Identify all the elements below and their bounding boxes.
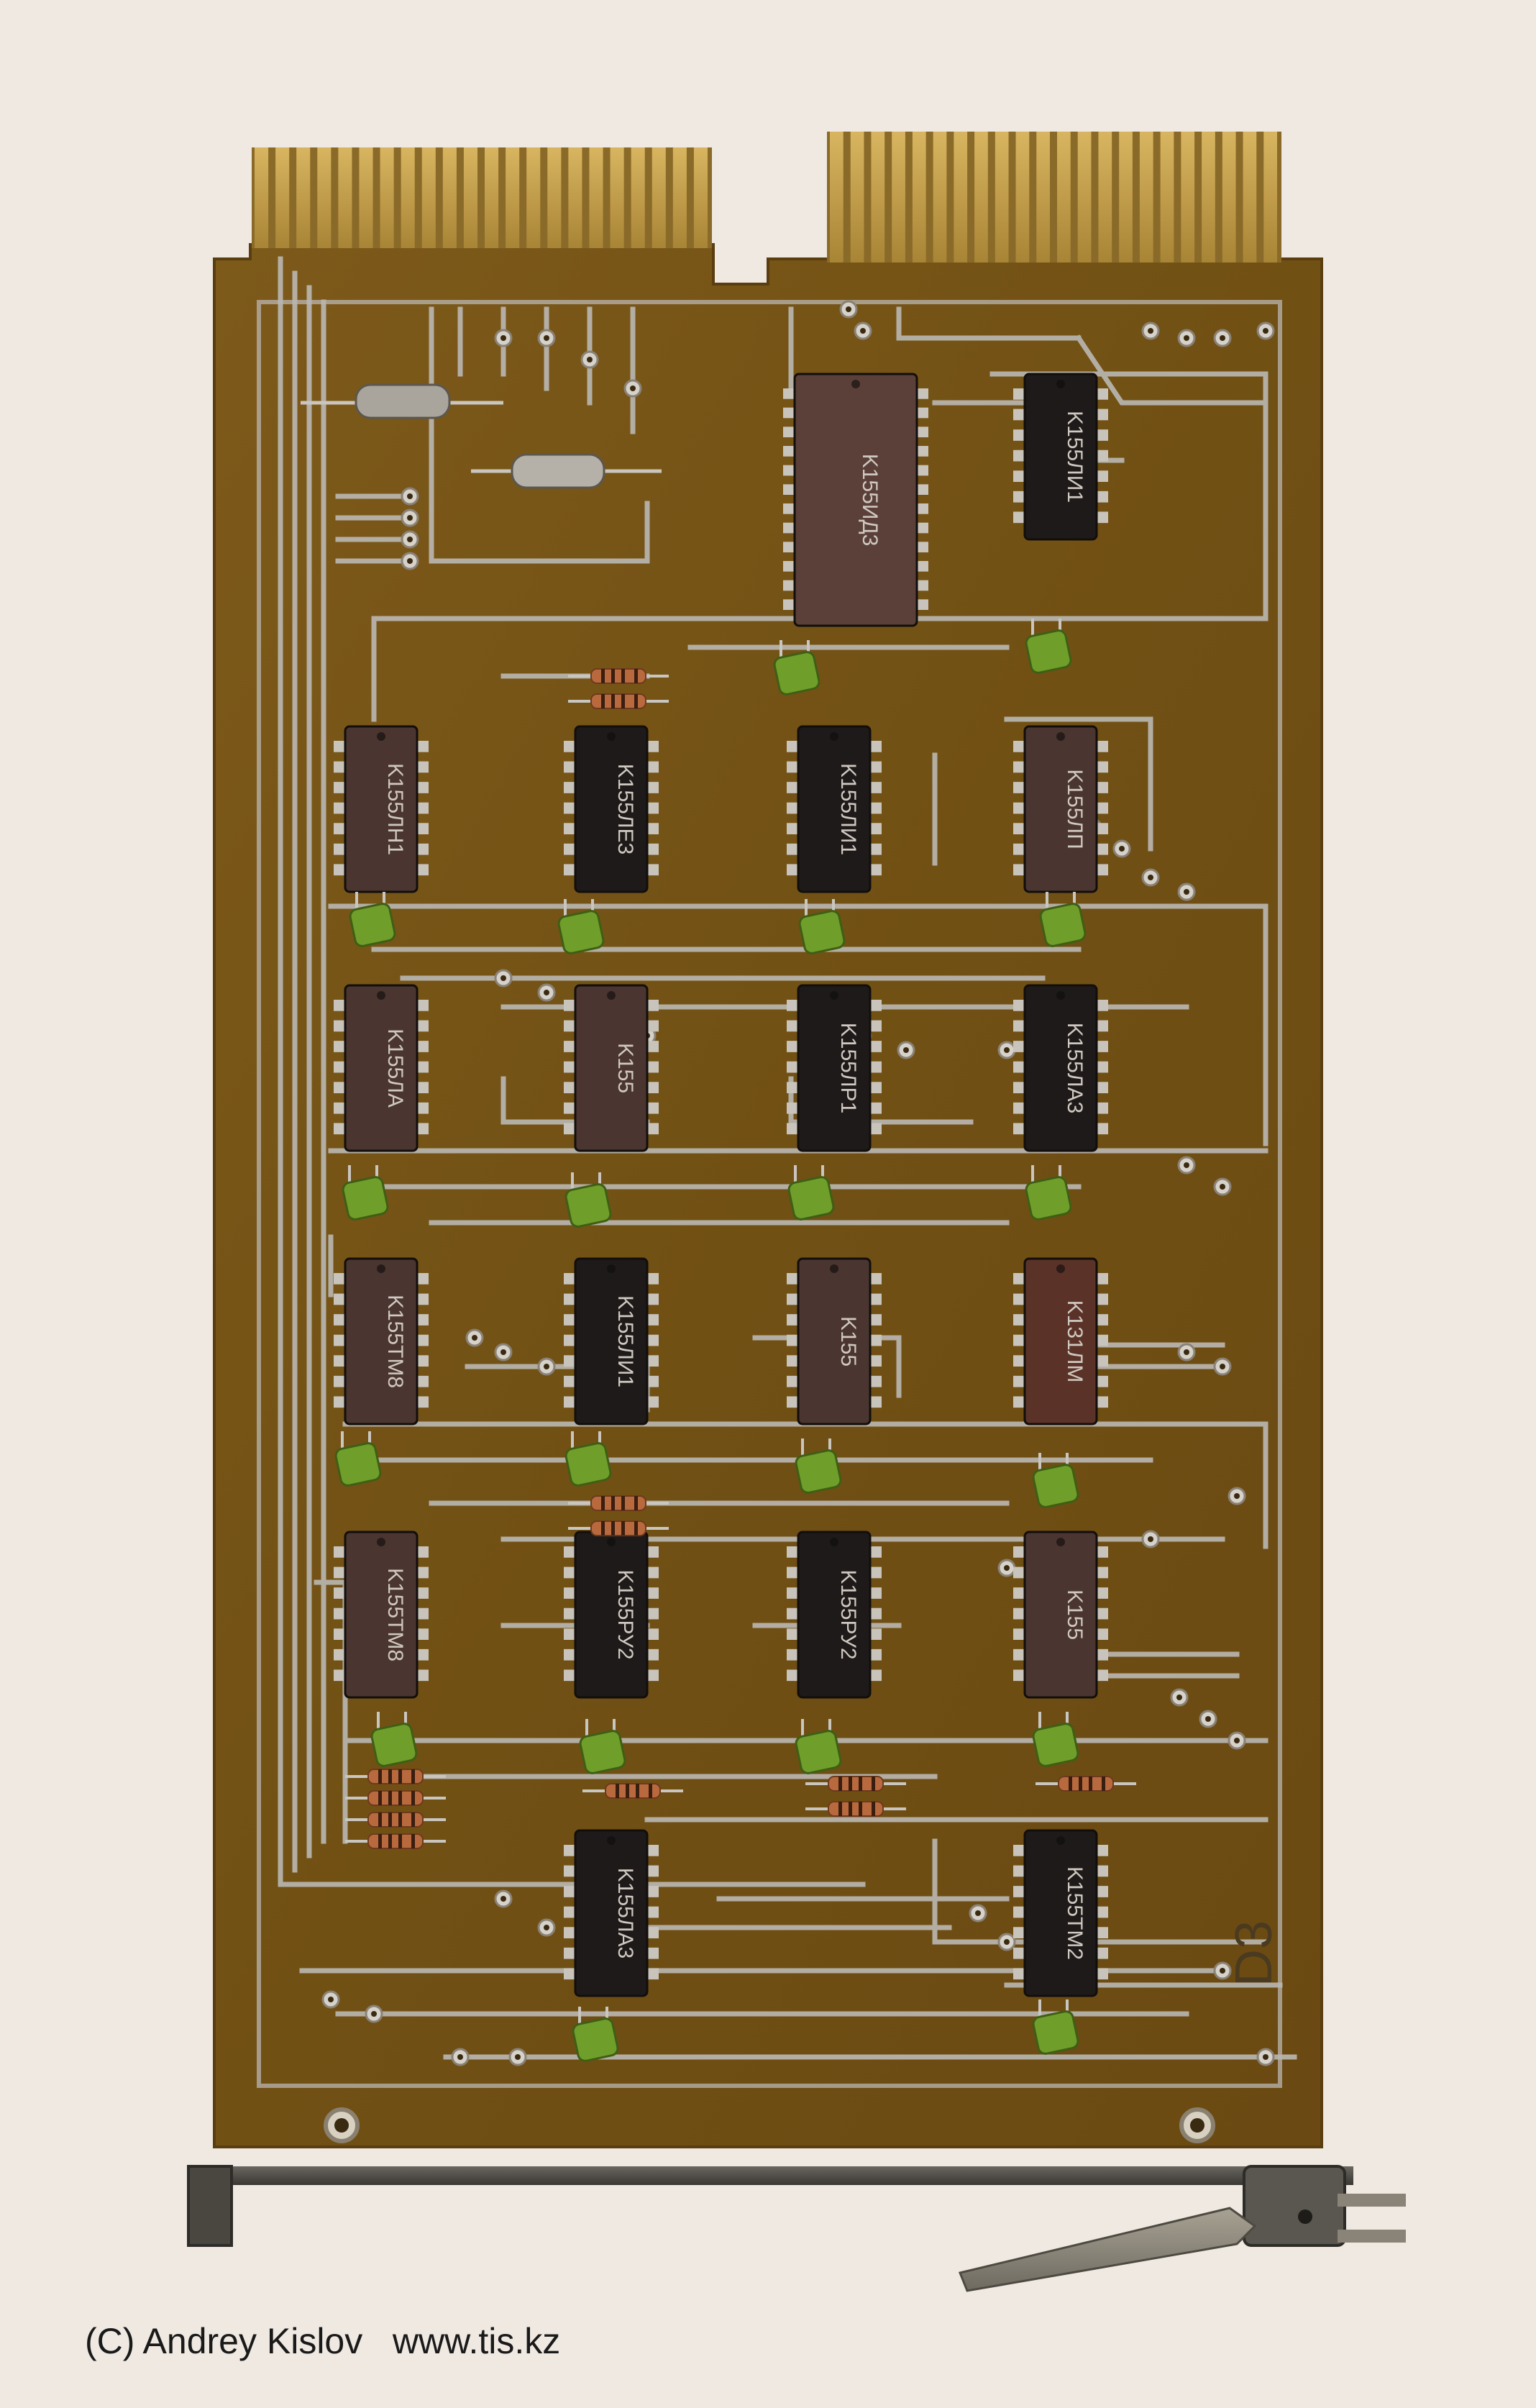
trace (429, 306, 650, 564)
chip-marking: K155ЛИ1 (836, 763, 860, 855)
ic-chip-u14: K131ЛМ (1013, 1257, 1108, 1426)
ic-chip-u10: K155ЛА3 (1013, 984, 1108, 1152)
ic-chip-u7: K155ЛА (334, 984, 429, 1152)
ic-chip-u15: K155ТМ8 (334, 1531, 429, 1699)
chip-marking: K155ЛН1 (383, 763, 407, 855)
ic-chip-u1: K155ИД3 (783, 373, 928, 627)
chip-marking: K155 (836, 1316, 860, 1367)
ic-chip-u9: K155ЛР1 (787, 984, 882, 1152)
ic-chip-u4: K155ЛЕ3 (564, 725, 659, 893)
chip-marking: K155ТМ8 (383, 1568, 407, 1661)
chip-marking: K155ЛР1 (836, 1023, 860, 1113)
resistor (568, 1495, 669, 1511)
chip-marking: K155ИД3 (858, 454, 882, 547)
resistor (345, 1833, 446, 1849)
edge-connector-left (252, 147, 712, 248)
resistors (345, 668, 1136, 1849)
capacitor (334, 1431, 382, 1487)
capacitor (795, 1438, 842, 1494)
trace (1004, 716, 1153, 852)
resistor (1036, 1776, 1136, 1792)
ic-chip-u11: K155ТМ8 (334, 1257, 429, 1426)
mounting-holes (324, 2107, 1215, 2143)
capacitor (564, 1172, 612, 1228)
capacitor (773, 640, 820, 696)
chip-marking: K155РУ2 (613, 1569, 637, 1659)
resistor (568, 668, 669, 684)
resistor (805, 1776, 906, 1792)
capacitor (787, 1165, 835, 1221)
capacitor (1025, 619, 1072, 674)
chip-marking: K155ЛА3 (1063, 1023, 1087, 1113)
ic-chip-u6: K155ЛП (1013, 725, 1108, 893)
axial-resistor-top-1 (301, 383, 503, 419)
edge-connector-right (827, 132, 1281, 263)
chip-marking: K155ЛП (1063, 769, 1087, 849)
resistor (582, 1783, 683, 1799)
capacitor (557, 899, 605, 954)
board-label: D3 (1225, 1920, 1283, 1987)
chip-marking: K131ЛМ (1063, 1300, 1087, 1383)
ejector-lever (958, 2194, 1406, 2292)
capacitor (349, 892, 396, 947)
resistor (568, 693, 669, 709)
ic-chip-u5: K155ЛИ1 (787, 725, 882, 893)
chip-marking: K155ЛА3 (613, 1868, 637, 1958)
trace (278, 256, 866, 1887)
capacitor (579, 1719, 626, 1774)
ic-chip-u20: K155ТМ2 (1013, 1829, 1108, 1997)
capacitor (572, 2007, 619, 2062)
chip-marking: K155ЛА (383, 1029, 407, 1108)
capacitor (1032, 1453, 1079, 1508)
resistor (805, 1801, 906, 1817)
chip-marking: K155РУ2 (836, 1569, 860, 1659)
chip-marking: K155ТМ2 (1063, 1866, 1087, 1960)
resistor (345, 1769, 446, 1784)
copper-traces (278, 256, 1297, 2060)
chip-marking: K155ЛИ1 (1063, 411, 1087, 503)
capacitor (1039, 892, 1087, 947)
capacitor (370, 1712, 418, 1767)
capacitor (795, 1719, 842, 1774)
ic-chip-u3: K155ЛН1 (334, 725, 429, 893)
capacitor (1025, 1165, 1072, 1221)
capacitors (334, 619, 1087, 2062)
chip-marking: K155ТМ8 (383, 1295, 407, 1388)
trace (328, 903, 1268, 1146)
axial-resistor-top-2 (471, 453, 662, 489)
copyright-caption: (C) Andrey Kislov www.tis.kz (85, 2321, 561, 2361)
ic-chip-u18: K155 (1013, 1531, 1108, 1699)
trace (896, 306, 1082, 341)
trace (932, 1838, 1268, 1945)
trace (342, 1421, 1268, 1549)
ic-chip-u19: K155ЛА3 (564, 1829, 659, 1997)
ic-chip-u16: K155РУ2 (564, 1531, 659, 1699)
resistor (345, 1812, 446, 1828)
chip-marking: K155ЛИ1 (613, 1295, 637, 1387)
capacitor (564, 1431, 612, 1487)
chip-marking: K155 (613, 1043, 637, 1093)
resistor (345, 1790, 446, 1806)
ic-chip-u13: K155 (787, 1257, 882, 1426)
capacitor (798, 899, 846, 954)
ic-chip-u17: K155РУ2 (787, 1531, 882, 1699)
chip-marking: K155 (1063, 1590, 1087, 1640)
resistor (568, 1520, 669, 1536)
trace (1075, 334, 1268, 406)
ic-chip-u12: K155ЛИ1 (564, 1257, 659, 1426)
capacitor (1032, 1999, 1079, 2055)
capacitor (1032, 1712, 1079, 1767)
capacitor (342, 1165, 389, 1221)
ic-chip-u8: K155 (564, 984, 659, 1152)
chip-marking: K155ЛЕ3 (613, 764, 637, 854)
ic-chip-u2: K155ЛИ1 (1013, 373, 1108, 541)
